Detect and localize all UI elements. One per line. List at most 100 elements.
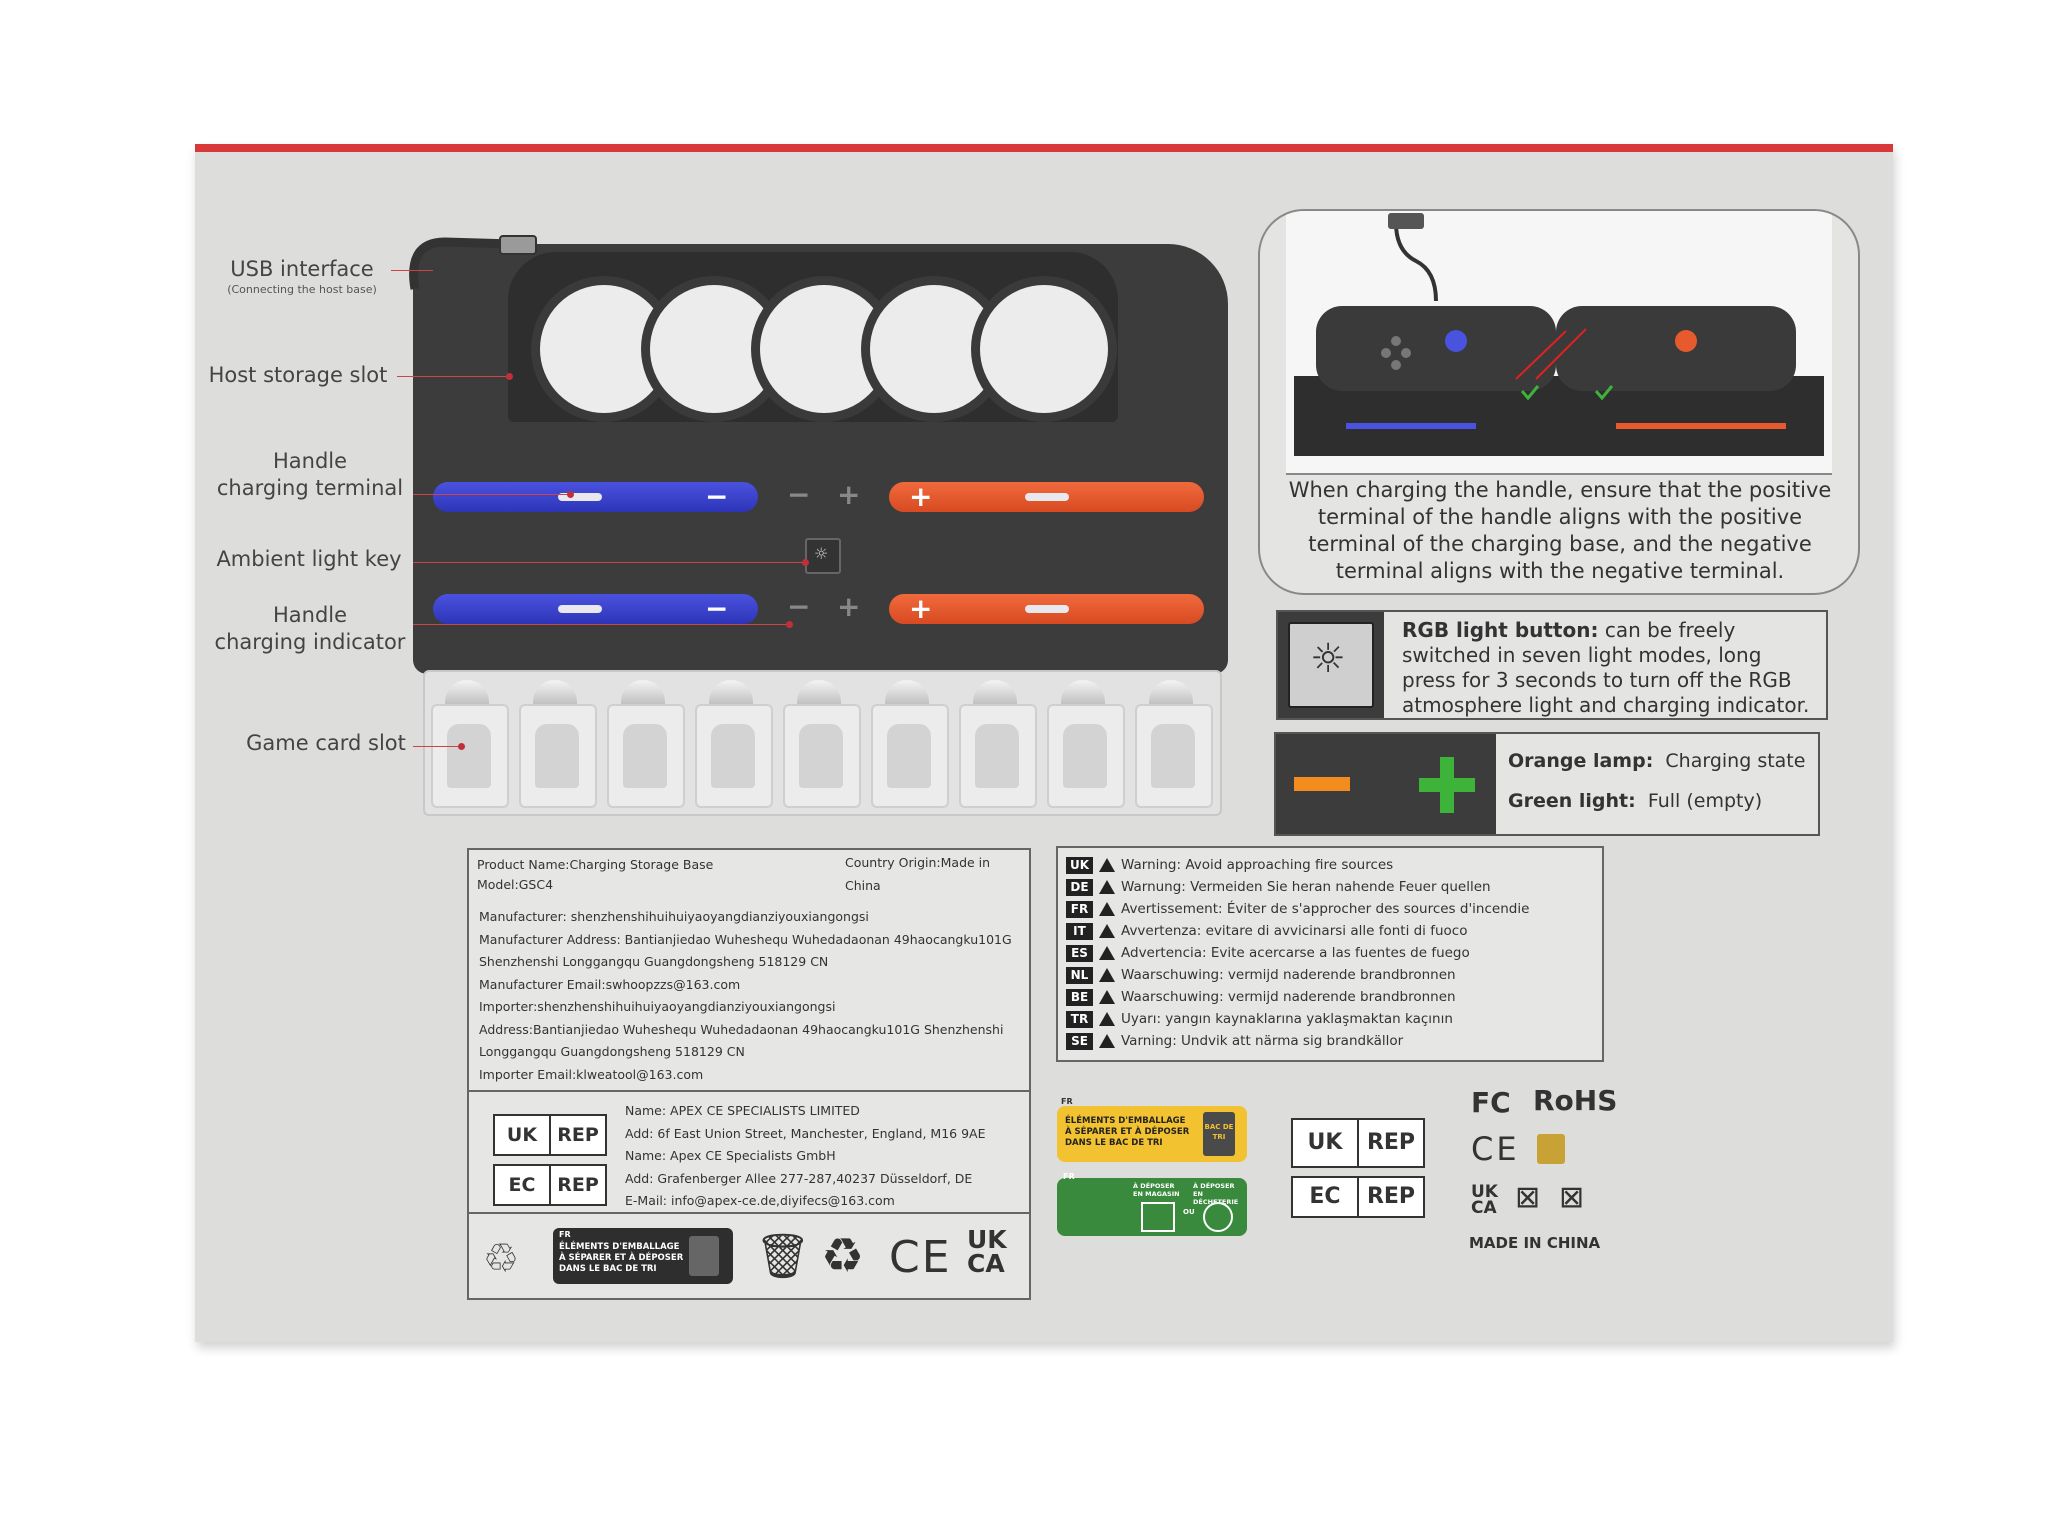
minus-symbol: − <box>787 478 811 511</box>
recycle-person-icon: ♲ <box>483 1236 519 1282</box>
minus-symbol: − <box>787 590 811 623</box>
terminal-contact <box>558 493 602 501</box>
light-icon: ☼ <box>1310 636 1346 682</box>
game-card-slot <box>695 704 773 808</box>
crossed-bin-icon: ⊠ <box>1559 1180 1585 1215</box>
warning-icon <box>1099 946 1115 960</box>
warning-icon <box>1099 902 1115 916</box>
manufacturer-lines: Manufacturer: shenzhenshihuihuiyaoyangdi… <box>479 906 1024 1086</box>
callout-dot <box>786 621 793 628</box>
orange-lamp-minus <box>1294 777 1350 791</box>
product-name: Product Name:Charging Storage Base <box>477 857 714 872</box>
ce-mark: CE <box>889 1232 952 1283</box>
lamp-graphic <box>1276 734 1496 834</box>
crossed-bin-icon: ⊠ <box>1515 1180 1541 1215</box>
game-card-slot <box>607 704 685 808</box>
triman-green-label: FR À DÉPOSER EN MAGASIN OU À DÉPOSER EN … <box>1057 1172 1247 1236</box>
game-card-slot <box>519 704 597 808</box>
leader-line <box>413 746 461 747</box>
uk-rep-mark: UK REP <box>1291 1118 1425 1168</box>
ec-rep-mark: EC REP <box>1291 1176 1425 1218</box>
info-line: Shenzhenshi Longgangqu Guangdongsheng 51… <box>479 954 829 969</box>
terminal-contact <box>1025 605 1069 613</box>
rep-line: Add: Grafenberger Allee 277-287,40237 Dü… <box>625 1170 973 1186</box>
warning-icon <box>1099 968 1115 982</box>
plus-symbol: + <box>909 592 933 625</box>
battery-sort-icon <box>1537 1134 1565 1164</box>
plus-symbol: + <box>909 480 933 513</box>
rgb-button-graphic: ☼ <box>1278 612 1384 718</box>
rgb-light-button-panel: ☼ RGB light button: can be freely switch… <box>1276 610 1828 720</box>
dechet-icon <box>1203 1202 1233 1232</box>
rohs-mark: RoHS <box>1533 1084 1618 1117</box>
sorting-bin-icon <box>689 1236 719 1276</box>
callout-dot <box>458 743 465 750</box>
warning-icon <box>1099 880 1115 894</box>
callout-ambient-light-key: Ambient light key <box>216 547 402 571</box>
device-diagram: − − + + ☼ − − + + <box>409 235 1228 816</box>
light-icon: ☼ <box>814 544 829 563</box>
warning-icon <box>1099 990 1115 1004</box>
callout-game-card-slot: Game card slot <box>246 731 406 755</box>
ambient-light-key: ☼ <box>805 538 841 574</box>
photo-caption: When charging the handle, ensure that th… <box>1288 478 1832 583</box>
callout-usb-interface: USB interface (Connecting the host base) <box>227 257 377 296</box>
sorting-bin-icon: BAC DE TRI <box>1203 1112 1235 1156</box>
usb-cable-graphic <box>409 235 537 290</box>
plus-symbol: + <box>837 478 861 511</box>
rep-details: Name: APEX CE SPECIALISTS LIMITED Add: 6… <box>625 1100 1025 1213</box>
leader-line <box>413 494 569 495</box>
storage-ring <box>971 276 1117 422</box>
game-card-slot <box>431 704 509 808</box>
warning-icon <box>1099 924 1115 938</box>
charging-photo <box>1286 211 1832 475</box>
callout-dot <box>506 373 513 380</box>
divider <box>469 1212 1029 1214</box>
info-line: Importer Email:klweatool@163.com <box>479 1066 704 1082</box>
warning-icon <box>1099 858 1115 872</box>
divider <box>469 1090 1029 1092</box>
info-line: Manufacturer: shenzhenshihuihuiyaoyangdi… <box>479 909 869 924</box>
callout-dot <box>802 559 809 566</box>
callout-host-storage-slot: Host storage slot <box>208 363 388 387</box>
store-icon <box>1141 1202 1175 1232</box>
orange-lamp-row: Orange lamp: Charging state <box>1508 750 1806 772</box>
game-card-slot <box>1047 704 1125 808</box>
leader-line <box>413 562 805 563</box>
terminal-contact <box>1025 493 1069 501</box>
callout-dot <box>567 491 574 498</box>
info-line: Address:Bantianjiedao Wuheshequ Wuhedada… <box>479 1021 1004 1037</box>
recycle-icon: ♻ <box>821 1228 865 1284</box>
made-in-china: MADE IN CHINA <box>1469 1234 1601 1252</box>
minus-symbol: − <box>705 592 729 625</box>
game-card-slot <box>783 704 861 808</box>
product-info-panel: Product Name:Charging Storage Base Count… <box>467 848 1031 1300</box>
product-box-back: − − + + ☼ − − + + <box>195 144 1893 1342</box>
terminal-contact <box>558 605 602 613</box>
game-card-slot <box>959 704 1037 808</box>
rep-line: Add: 6f East Union Street, Manchester, E… <box>625 1125 986 1141</box>
info-line: Longgangqu Guangdongsheng 518129 CN <box>479 1044 745 1059</box>
info-line: Importer:shenzhenshihuihuiyaoyangdianziy… <box>479 999 836 1014</box>
minus-symbol: − <box>705 480 729 513</box>
game-card-slot <box>1135 704 1213 808</box>
rgb-description: RGB light button: can be freely switched… <box>1402 618 1810 717</box>
rep-line: E-Mail: info@apex-ce.de,diyifecs@163.com <box>625 1193 895 1208</box>
leader-line <box>413 624 789 625</box>
